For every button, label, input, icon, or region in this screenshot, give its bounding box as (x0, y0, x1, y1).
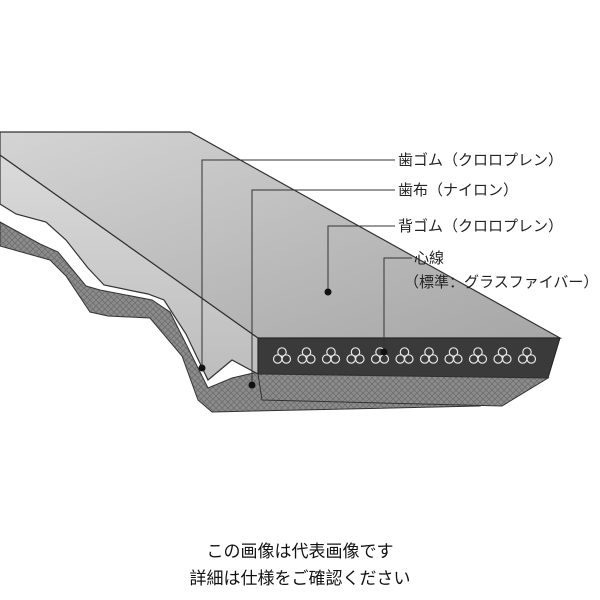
core-wire-filament (517, 354, 528, 364)
core-wire-filament (428, 354, 439, 364)
label-tooth-fabric: 歯布（ナイロン） (398, 181, 518, 199)
core-wire-strand (395, 347, 414, 364)
core-wire-filament (477, 354, 488, 364)
core-wire-filament (272, 354, 283, 364)
dot-tooth-rubber (198, 364, 206, 372)
notice-line-1: この画像は代表画像です (207, 542, 394, 562)
leader-back-rubber (327, 225, 395, 292)
label-core-wire-detail: （標準：グラスファイバー） (404, 273, 598, 291)
core-wire-filament (448, 347, 459, 357)
dot-core-wire (380, 348, 388, 356)
core-wire-filament (370, 354, 381, 364)
core-wire-filament (350, 347, 361, 357)
core-wire-filament (403, 354, 414, 364)
core-wire-filament (444, 354, 454, 364)
core-wire-filament (346, 354, 356, 364)
core-wire-filament (493, 354, 503, 364)
core-wire-filament (321, 354, 332, 364)
core-wire-filament (354, 354, 365, 364)
end-face-fabric (257, 373, 550, 407)
core-wire-strand (468, 347, 488, 364)
core-wire-filament (522, 347, 532, 357)
core-wire-strand (297, 347, 316, 364)
core-wire-filament (305, 354, 316, 364)
core-wire-filament (326, 347, 336, 357)
label-back-rubber: 背ゴム（クロロプレン） (398, 217, 563, 235)
core-wire-filament (473, 347, 483, 357)
leader-tooth-rubber (201, 159, 395, 368)
core-wire-filament (399, 347, 410, 357)
core-wire-filament (395, 354, 405, 364)
label-tooth-rubber: 歯ゴム（クロロプレン） (398, 151, 563, 169)
core-wire-filament (452, 354, 463, 364)
core-wire-filament (379, 354, 390, 364)
core-wire-filament (468, 354, 479, 364)
leader-tooth-fabric (251, 189, 395, 385)
core-wire-filament (501, 354, 512, 364)
core-wire-filament (297, 354, 307, 364)
core-wire-strand (346, 347, 365, 364)
tooth-rubber-side (0, 154, 259, 381)
core-wire-filament (281, 354, 292, 364)
core-wire-filament (419, 354, 430, 364)
core-wire-strand (517, 347, 537, 364)
core-wire-strand (272, 347, 292, 364)
leader-core-wire (383, 257, 412, 352)
leader-dots (198, 288, 388, 389)
notice-line-2: 詳細は仕様をご確認ください (190, 569, 411, 589)
core-wire-strand (444, 347, 463, 364)
core-wire-strand (419, 347, 439, 364)
core-wire-filament (301, 347, 312, 357)
core-wire-bundle (272, 347, 537, 364)
leader-lines (201, 159, 412, 385)
core-wire-filament (277, 347, 287, 357)
core-wire-filament (526, 354, 537, 364)
core-wire-filament (497, 347, 508, 357)
core-wire-strand (321, 347, 341, 364)
core-wire-filament (330, 354, 341, 364)
label-core-wire: 心線 (414, 249, 444, 267)
dot-back-rubber (324, 288, 332, 296)
core-wire-strand (493, 347, 512, 364)
core-wire-filament (424, 347, 434, 357)
dot-tooth-fabric (248, 381, 256, 389)
